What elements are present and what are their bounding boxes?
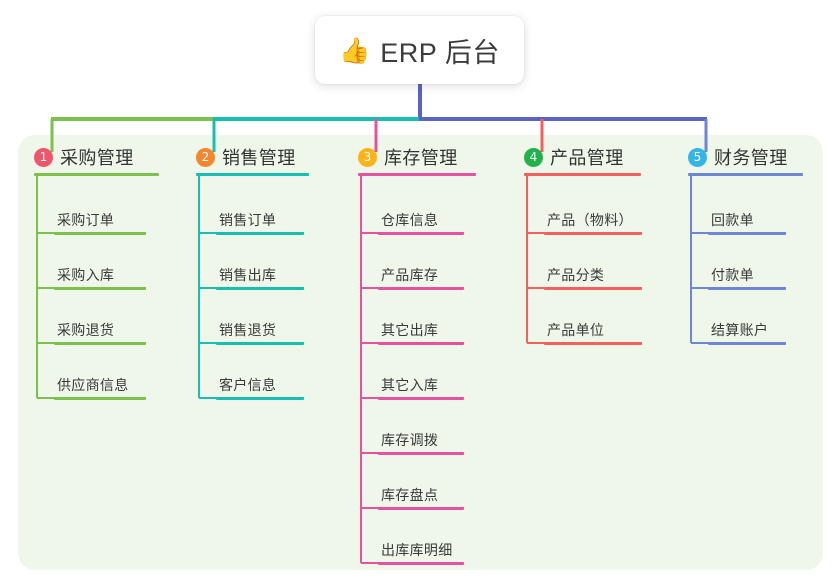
leaf-item[interactable]: 销售订单 — [216, 212, 304, 235]
branch-title: 库存管理 — [384, 148, 458, 168]
leaf-item-rule — [378, 233, 464, 235]
leaf-item-label: 结算账户 — [711, 322, 769, 338]
leaf-item-rule — [544, 233, 642, 235]
thumbs-up-icon: 👍 — [339, 36, 371, 65]
leaf-item[interactable]: 回款单 — [708, 212, 786, 235]
branch-title: 产品管理 — [550, 148, 624, 168]
branch-header-rule — [196, 173, 309, 176]
leaf-item-rule — [708, 343, 786, 345]
leaf-item-label: 其它出库 — [381, 322, 439, 338]
leaf-item[interactable]: 采购订单 — [54, 212, 146, 235]
leaf-item-label: 供应商信息 — [57, 377, 129, 393]
branches-panel — [18, 135, 823, 570]
leaf-item[interactable]: 仓库信息 — [378, 212, 464, 235]
leaf-item[interactable]: 采购入库 — [54, 267, 146, 290]
leaf-item-rule — [216, 398, 304, 400]
leaf-item-label: 采购入库 — [57, 267, 115, 283]
branch-header-2[interactable]: 2 销售管理 — [196, 144, 296, 170]
leaf-item-label: 产品分类 — [547, 267, 605, 283]
leaf-item-label: 回款单 — [711, 212, 754, 228]
leaf-item[interactable]: 采购退货 — [54, 322, 146, 345]
branch-header-rule — [524, 173, 641, 176]
branch-header-rule — [34, 173, 159, 176]
leaf-item-rule — [378, 398, 464, 400]
branch-number-badge: 2 — [196, 147, 215, 167]
leaf-item-label: 库存调拨 — [381, 432, 439, 448]
leaf-item-label: 产品（物料） — [547, 212, 633, 228]
leaf-item-rule — [708, 233, 786, 235]
leaf-item-label: 客户信息 — [219, 377, 277, 393]
branch-number-badge: 4 — [524, 147, 543, 167]
leaf-item-label: 仓库信息 — [381, 212, 439, 228]
branch-number-badge: 3 — [358, 147, 377, 167]
leaf-item-label: 销售退货 — [219, 322, 277, 338]
leaf-item-rule — [544, 343, 642, 345]
leaf-item-rule — [54, 233, 146, 235]
branch-header-4[interactable]: 4 产品管理 — [524, 144, 624, 170]
leaf-item[interactable]: 出库库明细 — [378, 542, 464, 565]
branch-header-5[interactable]: 5 财务管理 — [688, 144, 788, 170]
branch-header-rule — [358, 173, 476, 176]
leaf-item[interactable]: 付款单 — [708, 267, 786, 290]
leaf-item[interactable]: 其它入库 — [378, 377, 464, 400]
root-node-label: ERP 后台 — [380, 37, 500, 68]
leaf-item-label: 产品库存 — [381, 267, 439, 283]
leaf-item-rule — [378, 453, 464, 455]
leaf-item-rule — [708, 288, 786, 290]
leaf-item[interactable]: 供应商信息 — [54, 377, 146, 400]
leaf-item-label: 采购订单 — [57, 212, 115, 228]
leaf-item[interactable]: 库存盘点 — [378, 487, 464, 510]
root-node-card[interactable]: 👍 ERP 后台 — [315, 16, 524, 84]
leaf-item-label: 出库库明细 — [381, 542, 453, 558]
branch-header-1[interactable]: 1 采购管理 — [34, 144, 134, 170]
branch-number-badge: 1 — [34, 147, 53, 167]
leaf-item-rule — [54, 343, 146, 345]
branch-title: 采购管理 — [60, 148, 134, 168]
branch-columns: 1 采购管理采购订单采购入库采购退货供应商信息 2 销售管理销售订单销售出库销售退货客… — [18, 135, 823, 570]
leaf-item-label: 其它入库 — [381, 377, 439, 393]
leaf-item-rule — [544, 288, 642, 290]
leaf-item-rule — [216, 288, 304, 290]
leaf-item-label: 采购退货 — [57, 322, 115, 338]
leaf-item-rule — [216, 343, 304, 345]
leaf-item[interactable]: 销售退货 — [216, 322, 304, 345]
leaf-item[interactable]: 结算账户 — [708, 322, 786, 345]
leaf-item-rule — [378, 508, 464, 510]
leaf-item-rule — [378, 343, 464, 345]
leaf-item-rule — [378, 288, 464, 290]
leaf-item-label: 销售出库 — [219, 267, 277, 283]
leaf-item-label: 销售订单 — [219, 212, 277, 228]
leaf-item-rule — [216, 233, 304, 235]
branch-title: 财务管理 — [714, 148, 788, 168]
branch-header-3[interactable]: 3 库存管理 — [358, 144, 458, 170]
branch-header-rule — [688, 173, 803, 176]
leaf-item[interactable]: 客户信息 — [216, 377, 304, 400]
leaf-item-rule — [54, 288, 146, 290]
leaf-item-label: 产品单位 — [547, 322, 605, 338]
leaf-item[interactable]: 产品（物料） — [544, 212, 642, 235]
leaf-item[interactable]: 库存调拨 — [378, 432, 464, 455]
leaf-item-rule — [54, 398, 146, 400]
leaf-item-label: 库存盘点 — [381, 487, 439, 503]
leaf-item-rule — [378, 563, 464, 565]
branch-number-badge: 5 — [688, 147, 707, 167]
branch-title: 销售管理 — [222, 148, 296, 168]
leaf-item[interactable]: 销售出库 — [216, 267, 304, 290]
leaf-item-label: 付款单 — [711, 267, 754, 283]
leaf-item[interactable]: 产品库存 — [378, 267, 464, 290]
leaf-item[interactable]: 产品单位 — [544, 322, 642, 345]
leaf-item[interactable]: 其它出库 — [378, 322, 464, 345]
leaf-item[interactable]: 产品分类 — [544, 267, 642, 290]
